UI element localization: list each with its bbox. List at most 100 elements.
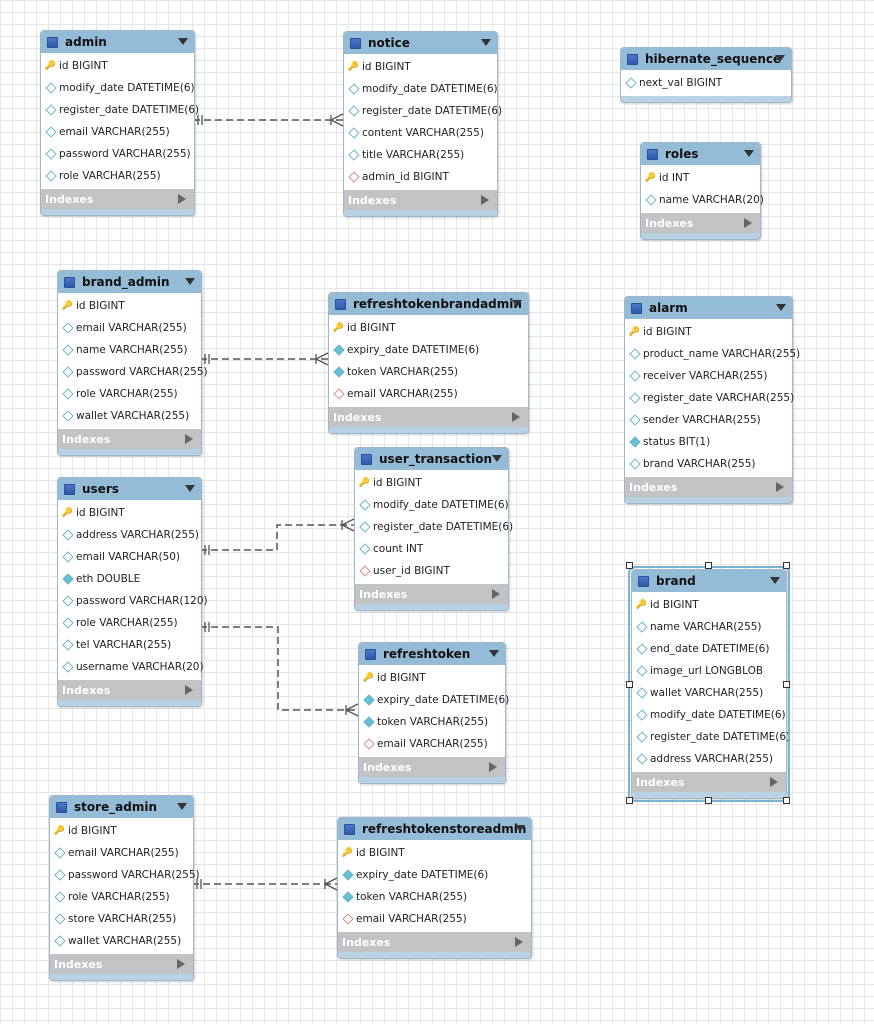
selection-handle[interactable]: [783, 562, 790, 569]
indexes-section[interactable]: Indexes: [329, 407, 528, 427]
table-header[interactable]: roles: [641, 143, 760, 165]
column-row[interactable]: store VARCHAR(255): [50, 908, 193, 930]
table-header[interactable]: alarm: [625, 297, 792, 319]
column-row[interactable]: email VARCHAR(255): [50, 842, 193, 864]
collapse-arrow-icon[interactable]: [744, 150, 754, 157]
collapse-arrow-icon[interactable]: [489, 650, 499, 657]
expand-arrow-icon[interactable]: [776, 482, 784, 492]
indexes-section[interactable]: Indexes: [625, 477, 792, 497]
column-row[interactable]: token VARCHAR(255): [359, 711, 505, 733]
column-row[interactable]: image_url LONGBLOB: [632, 660, 786, 682]
column-row[interactable]: 🔑id BIGINT: [329, 317, 528, 339]
relationship-users-refreshtoken[interactable]: [200, 626, 358, 711]
column-row[interactable]: name VARCHAR(20): [641, 189, 764, 211]
column-row[interactable]: register_date DATETIME(6): [632, 726, 790, 748]
table-header[interactable]: notice: [344, 32, 497, 54]
table-header[interactable]: refreshtokenstoreadmin: [338, 818, 531, 840]
selection-handle[interactable]: [626, 562, 633, 569]
selection-handle[interactable]: [626, 797, 633, 804]
expand-arrow-icon[interactable]: [481, 195, 489, 205]
indexes-section[interactable]: Indexes: [338, 932, 531, 952]
column-row[interactable]: address VARCHAR(255): [58, 524, 201, 546]
expand-arrow-icon[interactable]: [515, 937, 523, 947]
column-row[interactable]: expiry_date DATETIME(6): [359, 689, 509, 711]
selection-handle[interactable]: [783, 681, 790, 688]
column-row[interactable]: title VARCHAR(255): [344, 144, 497, 166]
table-header[interactable]: refreshtokenbrandadmin: [329, 293, 528, 315]
column-row[interactable]: modify_date DATETIME(6): [632, 704, 786, 726]
relationship-users-user_transaction[interactable]: [200, 524, 354, 551]
selection-handle[interactable]: [626, 681, 633, 688]
column-row[interactable]: register_date VARCHAR(255): [625, 387, 794, 409]
collapse-arrow-icon[interactable]: [770, 577, 780, 584]
column-row[interactable]: username VARCHAR(20): [58, 656, 204, 678]
expand-arrow-icon[interactable]: [489, 762, 497, 772]
column-row[interactable]: email VARCHAR(255): [338, 908, 531, 930]
table-header[interactable]: store_admin: [50, 796, 193, 818]
column-row[interactable]: password VARCHAR(255): [41, 143, 194, 165]
column-row[interactable]: role VARCHAR(255): [58, 383, 201, 405]
column-row[interactable]: modify_date DATETIME(6): [355, 494, 509, 516]
column-row[interactable]: register_date DATETIME(6): [344, 100, 502, 122]
indexes-section[interactable]: Indexes: [641, 213, 760, 233]
column-row[interactable]: wallet VARCHAR(255): [58, 405, 201, 427]
expand-arrow-icon[interactable]: [177, 959, 185, 969]
table-header[interactable]: admin: [41, 31, 194, 53]
column-row[interactable]: sender VARCHAR(255): [625, 409, 792, 431]
column-row[interactable]: end_date DATETIME(6): [632, 638, 786, 660]
column-row[interactable]: wallet VARCHAR(255): [632, 682, 786, 704]
indexes-section[interactable]: Indexes: [359, 757, 505, 777]
expand-arrow-icon[interactable]: [492, 589, 500, 599]
collapse-arrow-icon[interactable]: [481, 39, 491, 46]
table-header[interactable]: user_transaction: [355, 448, 508, 470]
expand-arrow-icon[interactable]: [178, 194, 186, 204]
column-row[interactable]: brand VARCHAR(255): [625, 453, 792, 475]
column-row[interactable]: 🔑id BIGINT: [625, 321, 792, 343]
column-row[interactable]: password VARCHAR(255): [50, 864, 200, 886]
column-row[interactable]: user_id BIGINT: [355, 560, 508, 582]
column-row[interactable]: 🔑id BIGINT: [355, 472, 508, 494]
collapse-arrow-icon[interactable]: [492, 455, 502, 462]
column-row[interactable]: password VARCHAR(120): [58, 590, 208, 612]
table-header[interactable]: brand_admin: [58, 271, 201, 293]
column-row[interactable]: register_date DATETIME(6): [355, 516, 513, 538]
column-row[interactable]: 🔑id INT: [641, 167, 760, 189]
column-row[interactable]: email VARCHAR(255): [58, 317, 201, 339]
column-row[interactable]: name VARCHAR(255): [632, 616, 786, 638]
expand-arrow-icon[interactable]: [185, 685, 193, 695]
indexes-section[interactable]: Indexes: [58, 429, 201, 449]
collapse-arrow-icon[interactable]: [512, 300, 522, 307]
column-row[interactable]: role VARCHAR(255): [41, 165, 194, 187]
column-row[interactable]: content VARCHAR(255): [344, 122, 497, 144]
collapse-arrow-icon[interactable]: [775, 55, 785, 62]
column-row[interactable]: token VARCHAR(255): [338, 886, 531, 908]
column-row[interactable]: address VARCHAR(255): [632, 748, 786, 770]
collapse-arrow-icon[interactable]: [515, 825, 525, 832]
column-row[interactable]: eth DOUBLE: [58, 568, 201, 590]
column-row[interactable]: tel VARCHAR(255): [58, 634, 201, 656]
column-row[interactable]: admin_id BIGINT: [344, 166, 497, 188]
column-row[interactable]: 🔑id BIGINT: [58, 502, 201, 524]
expand-arrow-icon[interactable]: [770, 777, 778, 787]
column-row[interactable]: 🔑id BIGINT: [58, 295, 201, 317]
column-row[interactable]: 🔑id BIGINT: [344, 56, 497, 78]
column-row[interactable]: status BIT(1): [625, 431, 792, 453]
column-row[interactable]: count INT: [355, 538, 508, 560]
column-row[interactable]: email VARCHAR(255): [359, 733, 505, 755]
column-row[interactable]: wallet VARCHAR(255): [50, 930, 193, 952]
selection-handle[interactable]: [705, 797, 712, 804]
column-row[interactable]: role VARCHAR(255): [58, 612, 201, 634]
column-row[interactable]: email VARCHAR(50): [58, 546, 201, 568]
indexes-section[interactable]: Indexes: [58, 680, 201, 700]
